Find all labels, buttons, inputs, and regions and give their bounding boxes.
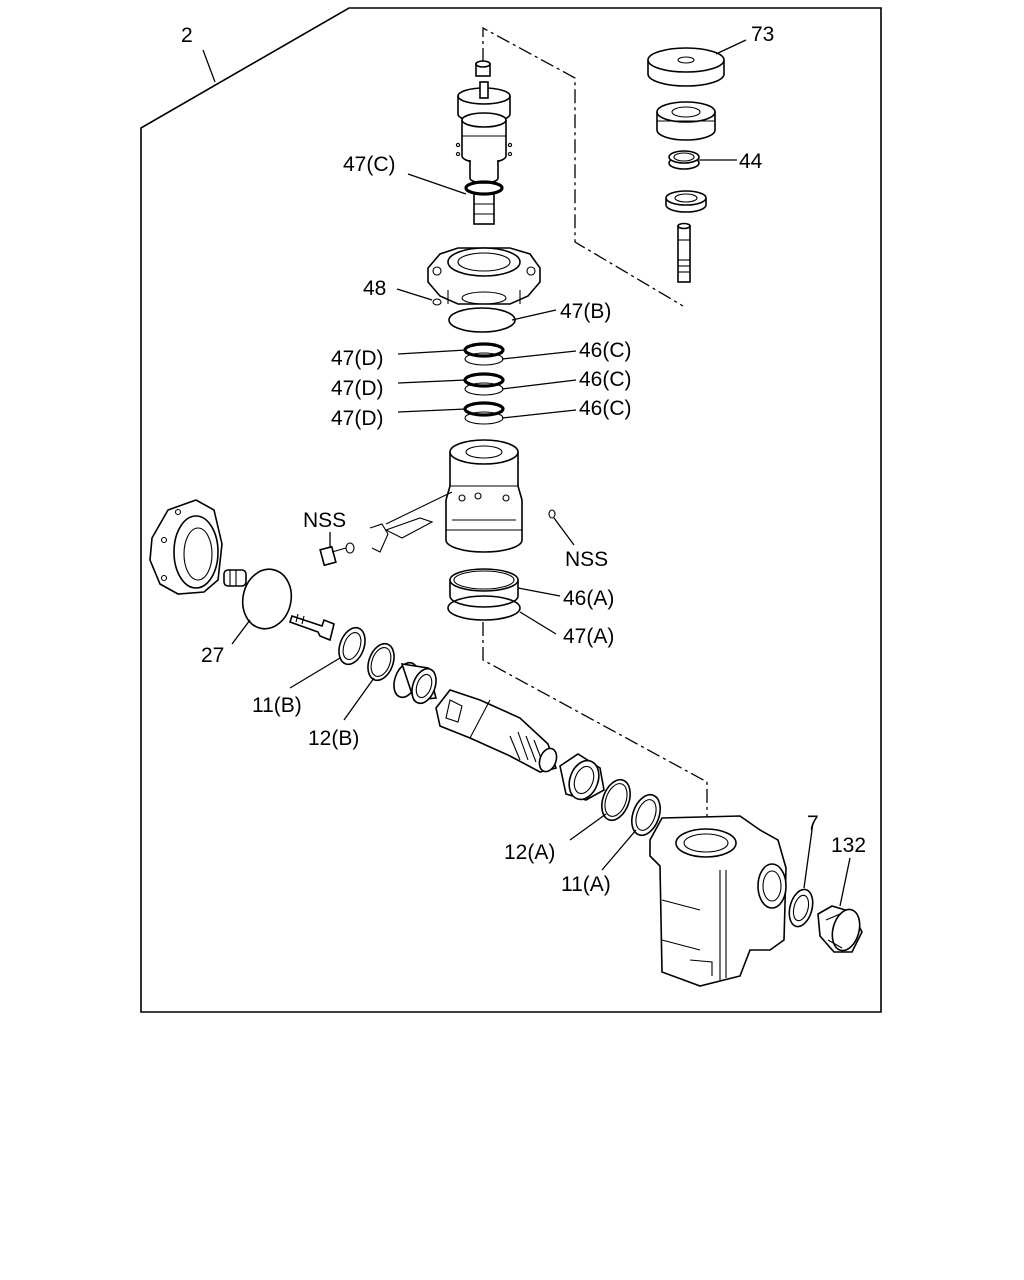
oring-47a bbox=[447, 595, 521, 621]
label-47d-2: 47(D) bbox=[331, 377, 384, 400]
valve-housing bbox=[427, 247, 541, 305]
bolt bbox=[288, 613, 335, 642]
alignment-line-lower bbox=[482, 622, 708, 838]
label-47a: 47(A) bbox=[563, 625, 614, 648]
cap-73 bbox=[647, 47, 725, 87]
bearing-lower bbox=[559, 753, 605, 801]
valve-assembly bbox=[455, 60, 513, 225]
label-11b: 11(B) bbox=[252, 694, 302, 717]
label-44: 44 bbox=[739, 150, 763, 173]
label-73: 73 bbox=[751, 23, 774, 46]
label-7: 7 bbox=[807, 812, 819, 835]
oring-27 bbox=[241, 568, 293, 630]
label-nss-left: NSS bbox=[303, 509, 346, 532]
ring-stack bbox=[463, 342, 505, 425]
sector-shaft bbox=[435, 689, 558, 773]
ring-12b bbox=[367, 642, 395, 682]
ring-46a bbox=[449, 568, 519, 608]
label-47d-3: 47(D) bbox=[331, 407, 384, 430]
label-assembly-2: 2 bbox=[181, 24, 193, 47]
label-12a: 12(A) bbox=[504, 841, 555, 864]
washer bbox=[665, 190, 707, 213]
threaded-stud bbox=[677, 222, 691, 283]
seal-11a bbox=[631, 793, 661, 837]
label-132: 132 bbox=[831, 834, 866, 857]
nss-oring-right bbox=[548, 509, 556, 519]
assembly-boundary bbox=[140, 7, 882, 1013]
gear-housing bbox=[649, 815, 787, 987]
oring-47b bbox=[448, 307, 516, 333]
plug-48 bbox=[432, 298, 442, 306]
oring-47c-upper bbox=[464, 180, 504, 196]
label-46c-1: 46(C) bbox=[579, 339, 632, 362]
side-cover bbox=[149, 499, 223, 595]
label-46a: 46(A) bbox=[563, 587, 614, 610]
ring-12a bbox=[601, 778, 631, 822]
label-11a: 11(A) bbox=[561, 873, 611, 896]
label-47c-upper: 47(C) bbox=[343, 153, 396, 176]
alignment-line-upper bbox=[482, 26, 684, 307]
label-nss-right: NSS bbox=[565, 548, 608, 571]
seal-housing bbox=[656, 101, 716, 141]
label-12b: 12(B) bbox=[308, 727, 359, 750]
seal-ring-44 bbox=[668, 150, 700, 170]
plug-132 bbox=[817, 905, 863, 953]
label-48: 48 bbox=[363, 277, 386, 300]
label-47d-1: 47(D) bbox=[331, 347, 384, 370]
bearing-upper bbox=[393, 661, 438, 705]
label-46c-2: 46(C) bbox=[579, 368, 632, 391]
label-27: 27 bbox=[201, 644, 224, 667]
seal-7 bbox=[788, 888, 814, 928]
leader-lines bbox=[202, 39, 851, 907]
label-46c-3: 46(C) bbox=[579, 397, 632, 420]
nss-small-parts bbox=[319, 491, 453, 567]
seal-11b bbox=[338, 626, 366, 666]
label-47b: 47(B) bbox=[560, 300, 611, 323]
piston-body bbox=[445, 439, 523, 553]
adjust-screw bbox=[223, 569, 247, 587]
